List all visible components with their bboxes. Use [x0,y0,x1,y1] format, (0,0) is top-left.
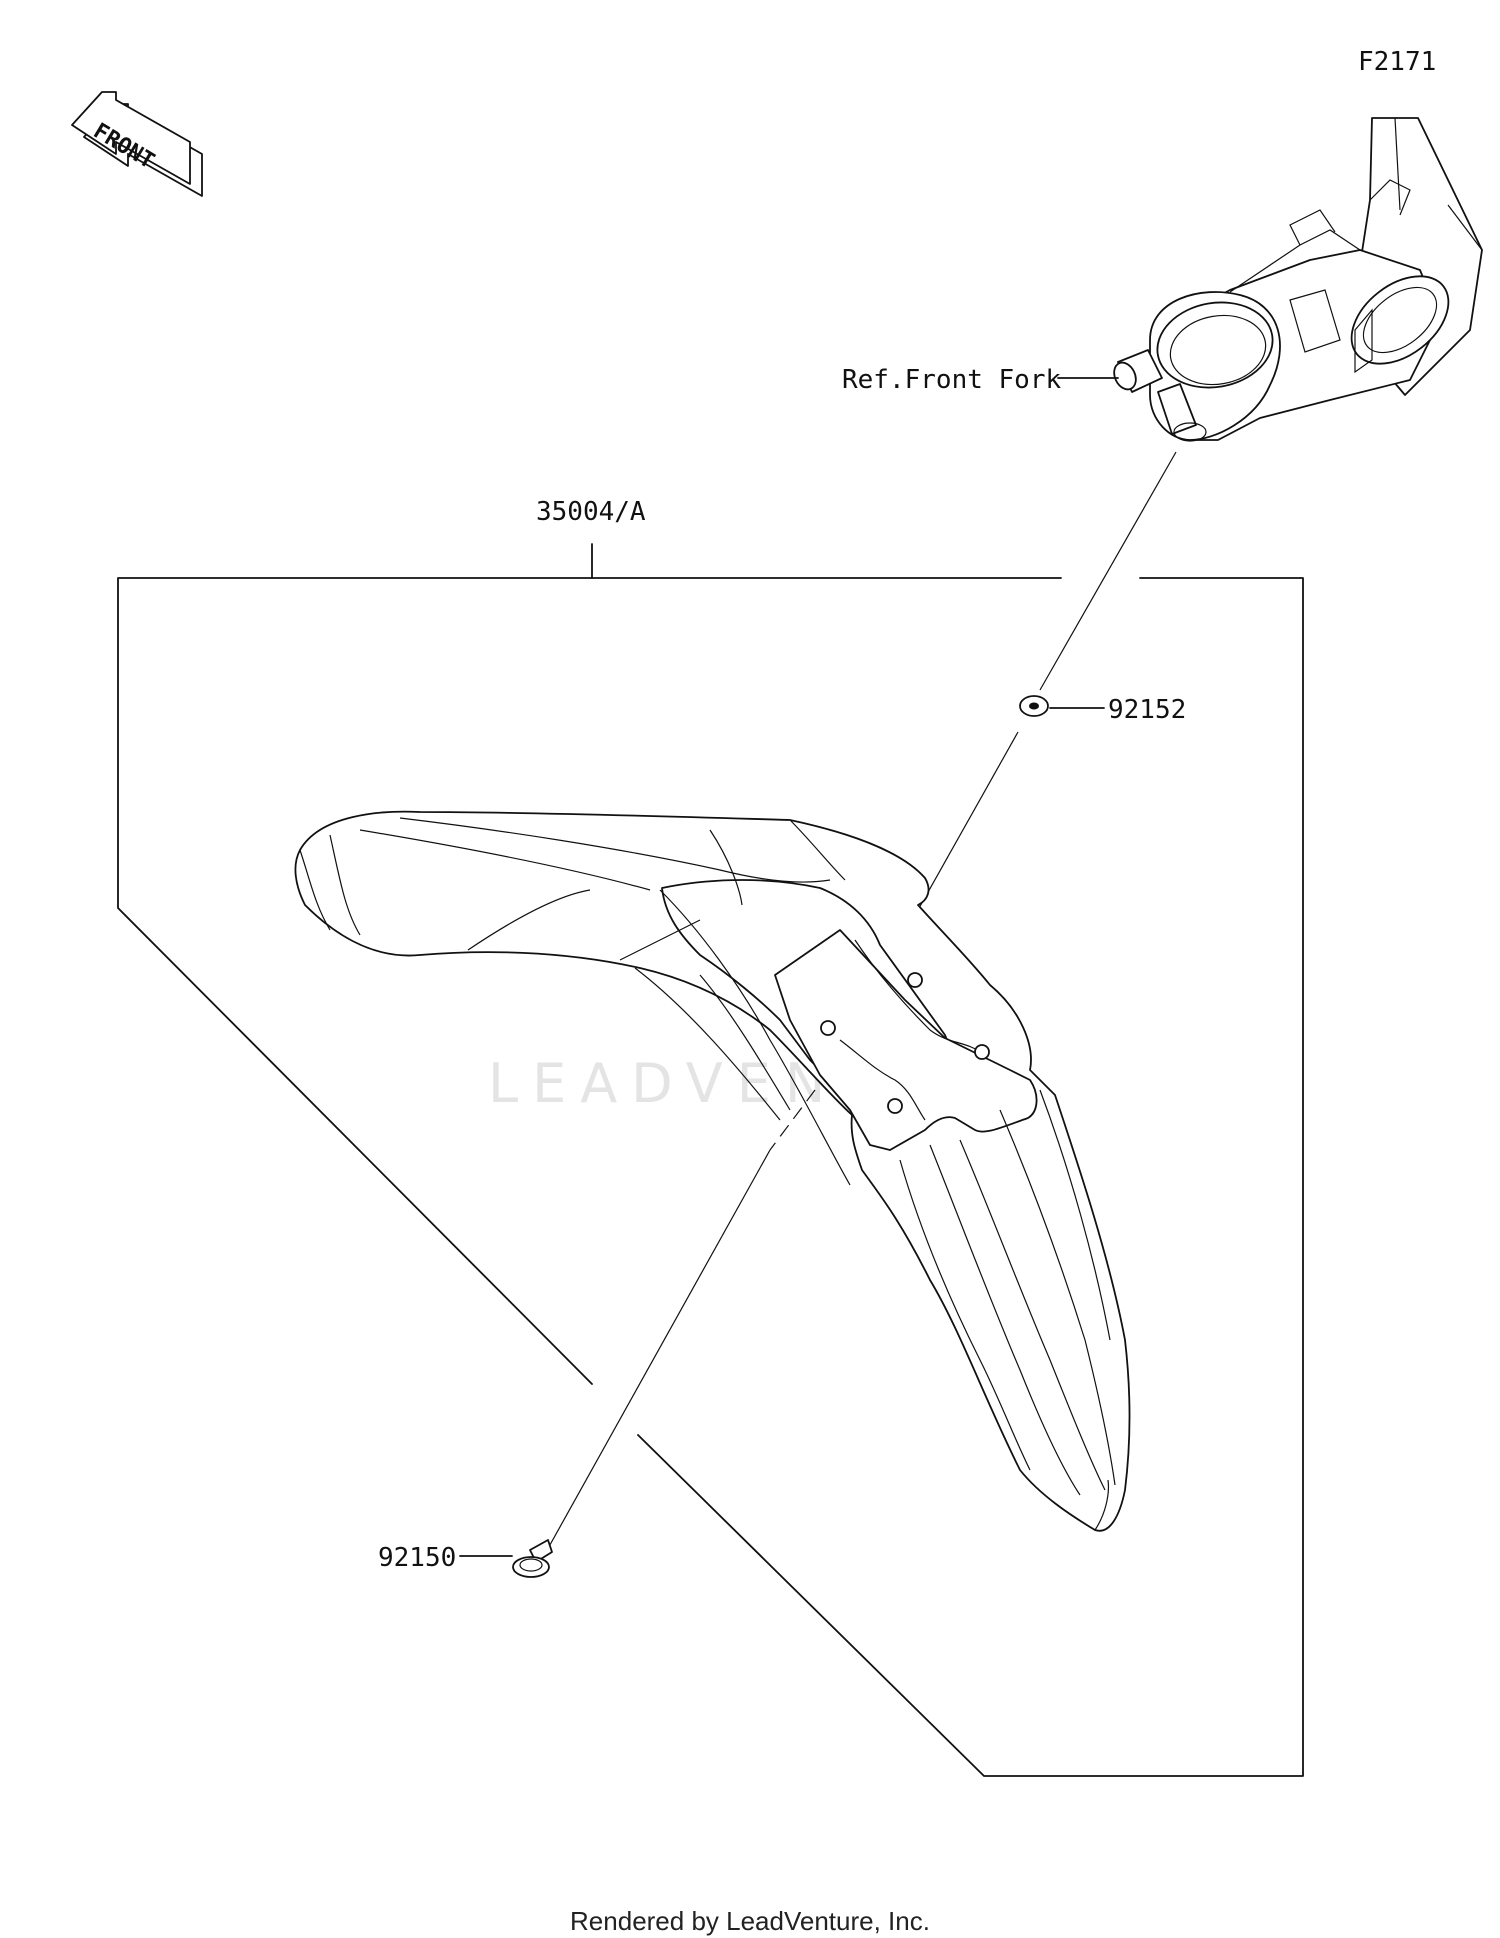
front-fork-label: Ref.Front Fork [842,365,1061,395]
fender-kit-label: 35004/A [536,497,646,527]
assembly-leader-line [545,451,1177,1553]
front-arrow-icon: FRONT [71,91,203,197]
washer-92152 [1019,695,1049,717]
front-fender [294,810,1131,1532]
front-fork [1113,117,1483,442]
footer-credit: Rendered by LeadVenture, Inc. [570,1906,930,1936]
washer-label: 92152 [1108,695,1186,725]
bolt-label: 92150 [378,1543,456,1573]
bolt-92150 [512,1539,553,1578]
kit-outline [117,543,1304,1777]
diagram-code: F2171 [1358,47,1436,77]
